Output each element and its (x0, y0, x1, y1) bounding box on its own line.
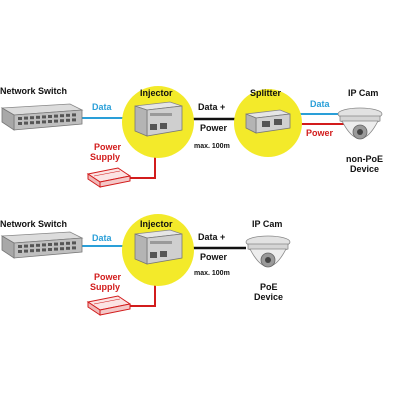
top-splitter-device (245, 109, 291, 134)
top-camera-device (337, 107, 383, 140)
top-power-supply-line2: Supply (90, 152, 120, 162)
bottom-injector-device (134, 229, 183, 265)
top-injector-label: Injector (140, 88, 173, 98)
top-power-out-label: Power (306, 128, 334, 138)
bottom-network-switch (0, 231, 84, 259)
top-camera-label: IP Cam (348, 88, 378, 98)
top-data-out-label: Data (310, 99, 331, 109)
top-switch-label: Network Switch (0, 86, 67, 96)
top-data-label: Data (92, 102, 113, 112)
top-power-supply-device (86, 167, 132, 188)
bottom-device-line2: Device (254, 292, 283, 302)
bottom-power-supply-line2: Supply (90, 282, 120, 292)
bottom-device-line1: PoE (260, 282, 278, 292)
top-power-supply-line1: Power (94, 142, 122, 152)
top-poe-line1: Data + (198, 102, 225, 112)
top-injector-device (134, 101, 183, 137)
top-distance-label: max. 100m (194, 143, 230, 150)
bottom-camera-label: IP Cam (252, 219, 282, 229)
bottom-data-label: Data (92, 233, 113, 243)
bottom-power-supply-device (86, 295, 132, 316)
bottom-power-supply-line1: Power (94, 272, 122, 282)
bottom-poe-line2: Power (200, 252, 228, 262)
top-device-line1: non-PoE (346, 154, 383, 164)
bottom-poe-line1: Data + (198, 232, 225, 242)
bottom-injector-label: Injector (140, 219, 173, 229)
bottom-distance-label: max. 100m (194, 270, 230, 277)
top-poe-line2: Power (200, 123, 228, 133)
bottom-switch-label: Network Switch (0, 219, 67, 229)
top-device-line2: Device (350, 164, 379, 174)
top-splitter-label: Splitter (250, 88, 282, 98)
bottom-diagram: Network Switch Data Injector Power Suppl… (0, 214, 291, 316)
bottom-camera-device (245, 235, 291, 268)
top-diagram: Network Switch Data Injector Power Suppl… (0, 86, 383, 188)
top-network-switch (0, 103, 84, 131)
